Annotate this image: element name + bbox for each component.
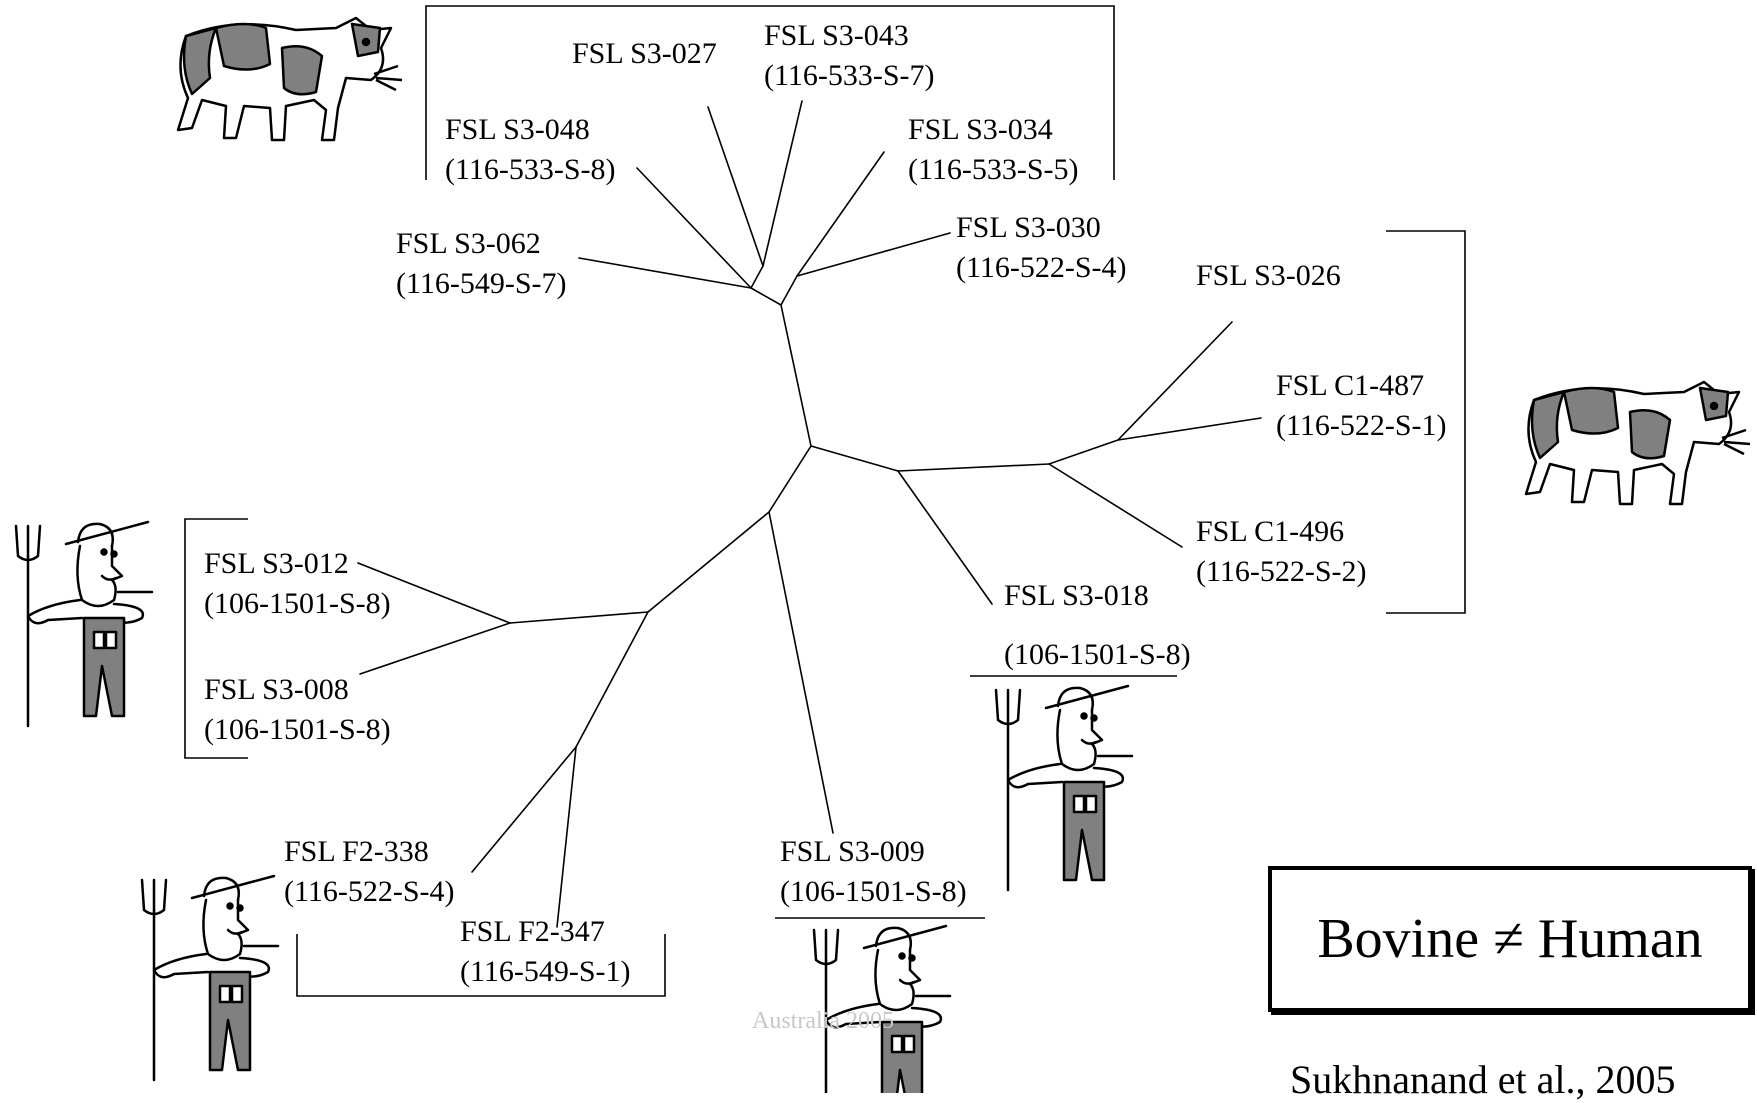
- tree-branch: [509, 611, 649, 624]
- leaf-label-s3-008: FSL S3-008(106-1501-S-8): [204, 673, 391, 746]
- tree-branch: [707, 106, 764, 267]
- bracket-bovine-right: [1386, 230, 1466, 614]
- bracket-human-bottom-left: [296, 934, 666, 997]
- leaf-label-s3-048: FSL S3-048(116-533-S-8): [445, 113, 616, 186]
- tree-branch: [1117, 321, 1233, 441]
- farmer-icon: [14, 520, 154, 728]
- tree-branch: [575, 611, 649, 748]
- tree-branch: [762, 100, 803, 267]
- citation: Sukhnanand et al., 2005: [1290, 1057, 1676, 1102]
- cow-icon: [176, 16, 403, 142]
- leaf-label-s3-018: FSL S3-018: [1004, 579, 1149, 612]
- tree-branch: [636, 167, 752, 289]
- tree-branch: [780, 304, 812, 447]
- tree-branch: [359, 622, 511, 675]
- tree-branch: [750, 287, 782, 306]
- leaf-label-s3-030: FSL S3-030(116-522-S-4): [956, 211, 1127, 284]
- tree-branch: [768, 511, 834, 834]
- tree-branch: [1048, 463, 1183, 548]
- tree-branch: [556, 746, 577, 928]
- tree-branch: [796, 232, 951, 277]
- conclusion-text: Bovine ≠ Human: [1317, 908, 1703, 970]
- leaf-label-f2-347: FSL F2-347(116-549-S-1): [460, 915, 631, 988]
- tree-branch: [897, 470, 993, 605]
- leaf-label-c1-487: FSL C1-487(116-522-S-1): [1276, 369, 1447, 442]
- tree-branch: [810, 445, 899, 472]
- leaf-label-s3-043: FSL S3-043(116-533-S-7): [764, 19, 935, 92]
- farmer-icon: [140, 874, 280, 1082]
- leaf-label-c1-496: FSL C1-496(116-522-S-2): [1196, 515, 1367, 588]
- farmer-icon: [994, 684, 1134, 892]
- tree-branch: [750, 265, 764, 289]
- leaf-label-s3-009: FSL S3-009(106-1501-S-8): [780, 835, 967, 908]
- tree-branch: [1048, 439, 1119, 465]
- leaf-label-f2-338: FSL F2-338(116-522-S-4): [284, 835, 455, 908]
- tree-branch: [357, 562, 511, 624]
- tree-branch: [1117, 417, 1262, 441]
- leaf-label-s3-026: FSL S3-026: [1196, 259, 1341, 292]
- tree-branch: [578, 257, 752, 289]
- bracket-bovine-top: [425, 5, 1115, 180]
- tree-branch: [768, 445, 812, 513]
- tree-branch: [780, 275, 798, 306]
- leaf-label-s3-027: FSL S3-027: [572, 37, 717, 70]
- leaf-label-s3-012: FSL S3-012(106-1501-S-8): [204, 547, 391, 620]
- tree-branch: [897, 463, 1050, 472]
- leaf-label-s3-018-sub: (106-1501-S-8): [1004, 638, 1191, 671]
- bracket-human-left: [184, 518, 248, 759]
- tree-branch: [647, 511, 770, 613]
- conclusion-box: Bovine ≠ Human: [1268, 866, 1752, 1012]
- tree-branch: [796, 151, 885, 277]
- leaf-label-s3-062: FSL S3-062(116-549-S-7): [396, 227, 567, 300]
- footer-watermark: Australia 2005: [752, 1008, 894, 1034]
- leaf-label-s3-034: FSL S3-034(116-533-S-5): [908, 113, 1079, 186]
- cow-icon: [1524, 380, 1751, 506]
- farmer-icon: [812, 924, 952, 1093]
- tree-branch: [471, 746, 577, 873]
